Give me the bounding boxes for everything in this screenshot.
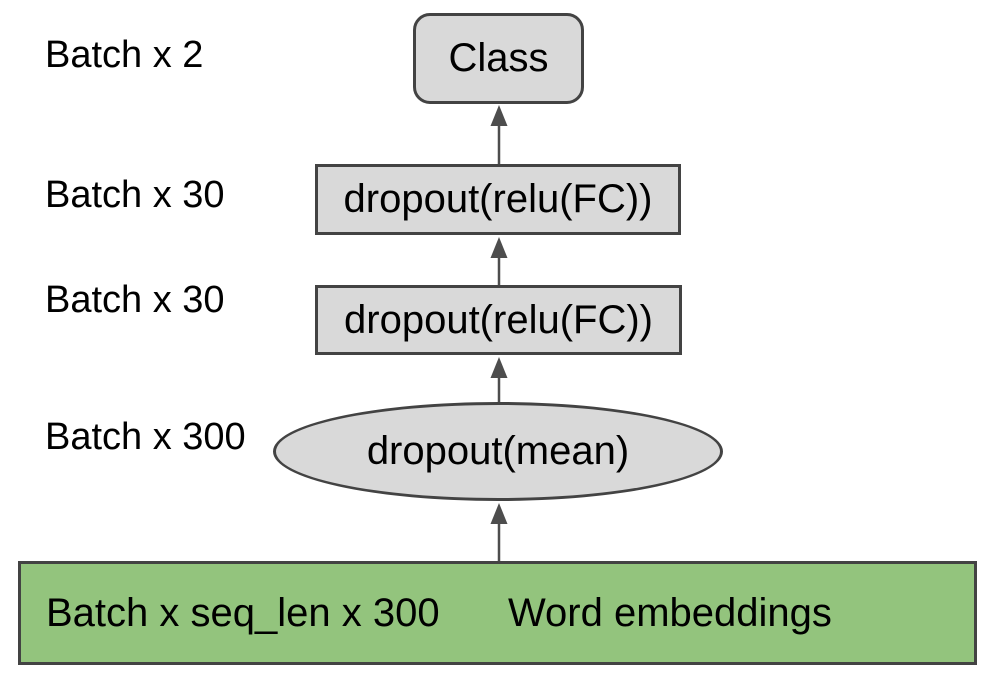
dim-label-batch-x-30-top: Batch x 30 (45, 174, 225, 216)
embeddings-dim-label: Batch x seq_len x 300 (46, 590, 440, 635)
node-dropout-mean: dropout(mean) (273, 402, 723, 501)
arrow-fc-top-to-class (490, 105, 508, 164)
node-word-embeddings: Batch x seq_len x 300 Word embeddings (18, 561, 977, 665)
embeddings-name-label: Word embeddings (508, 590, 832, 635)
arrow-mean-to-fc-bottom (490, 357, 508, 402)
dim-label-batch-x-2: Batch x 2 (45, 34, 204, 76)
dim-label-batch-x-30-bottom: Batch x 30 (45, 279, 225, 321)
node-dropout-relu-fc-bottom: dropout(relu(FC)) (315, 285, 682, 355)
node-dropout-relu-fc-top: dropout(relu(FC)) (315, 164, 681, 235)
arrow-embeddings-to-mean (490, 503, 508, 561)
arrow-fc-bottom-to-fc-top (490, 237, 508, 285)
node-class: Class (413, 13, 584, 104)
dim-label-batch-x-300: Batch x 300 (45, 416, 246, 458)
